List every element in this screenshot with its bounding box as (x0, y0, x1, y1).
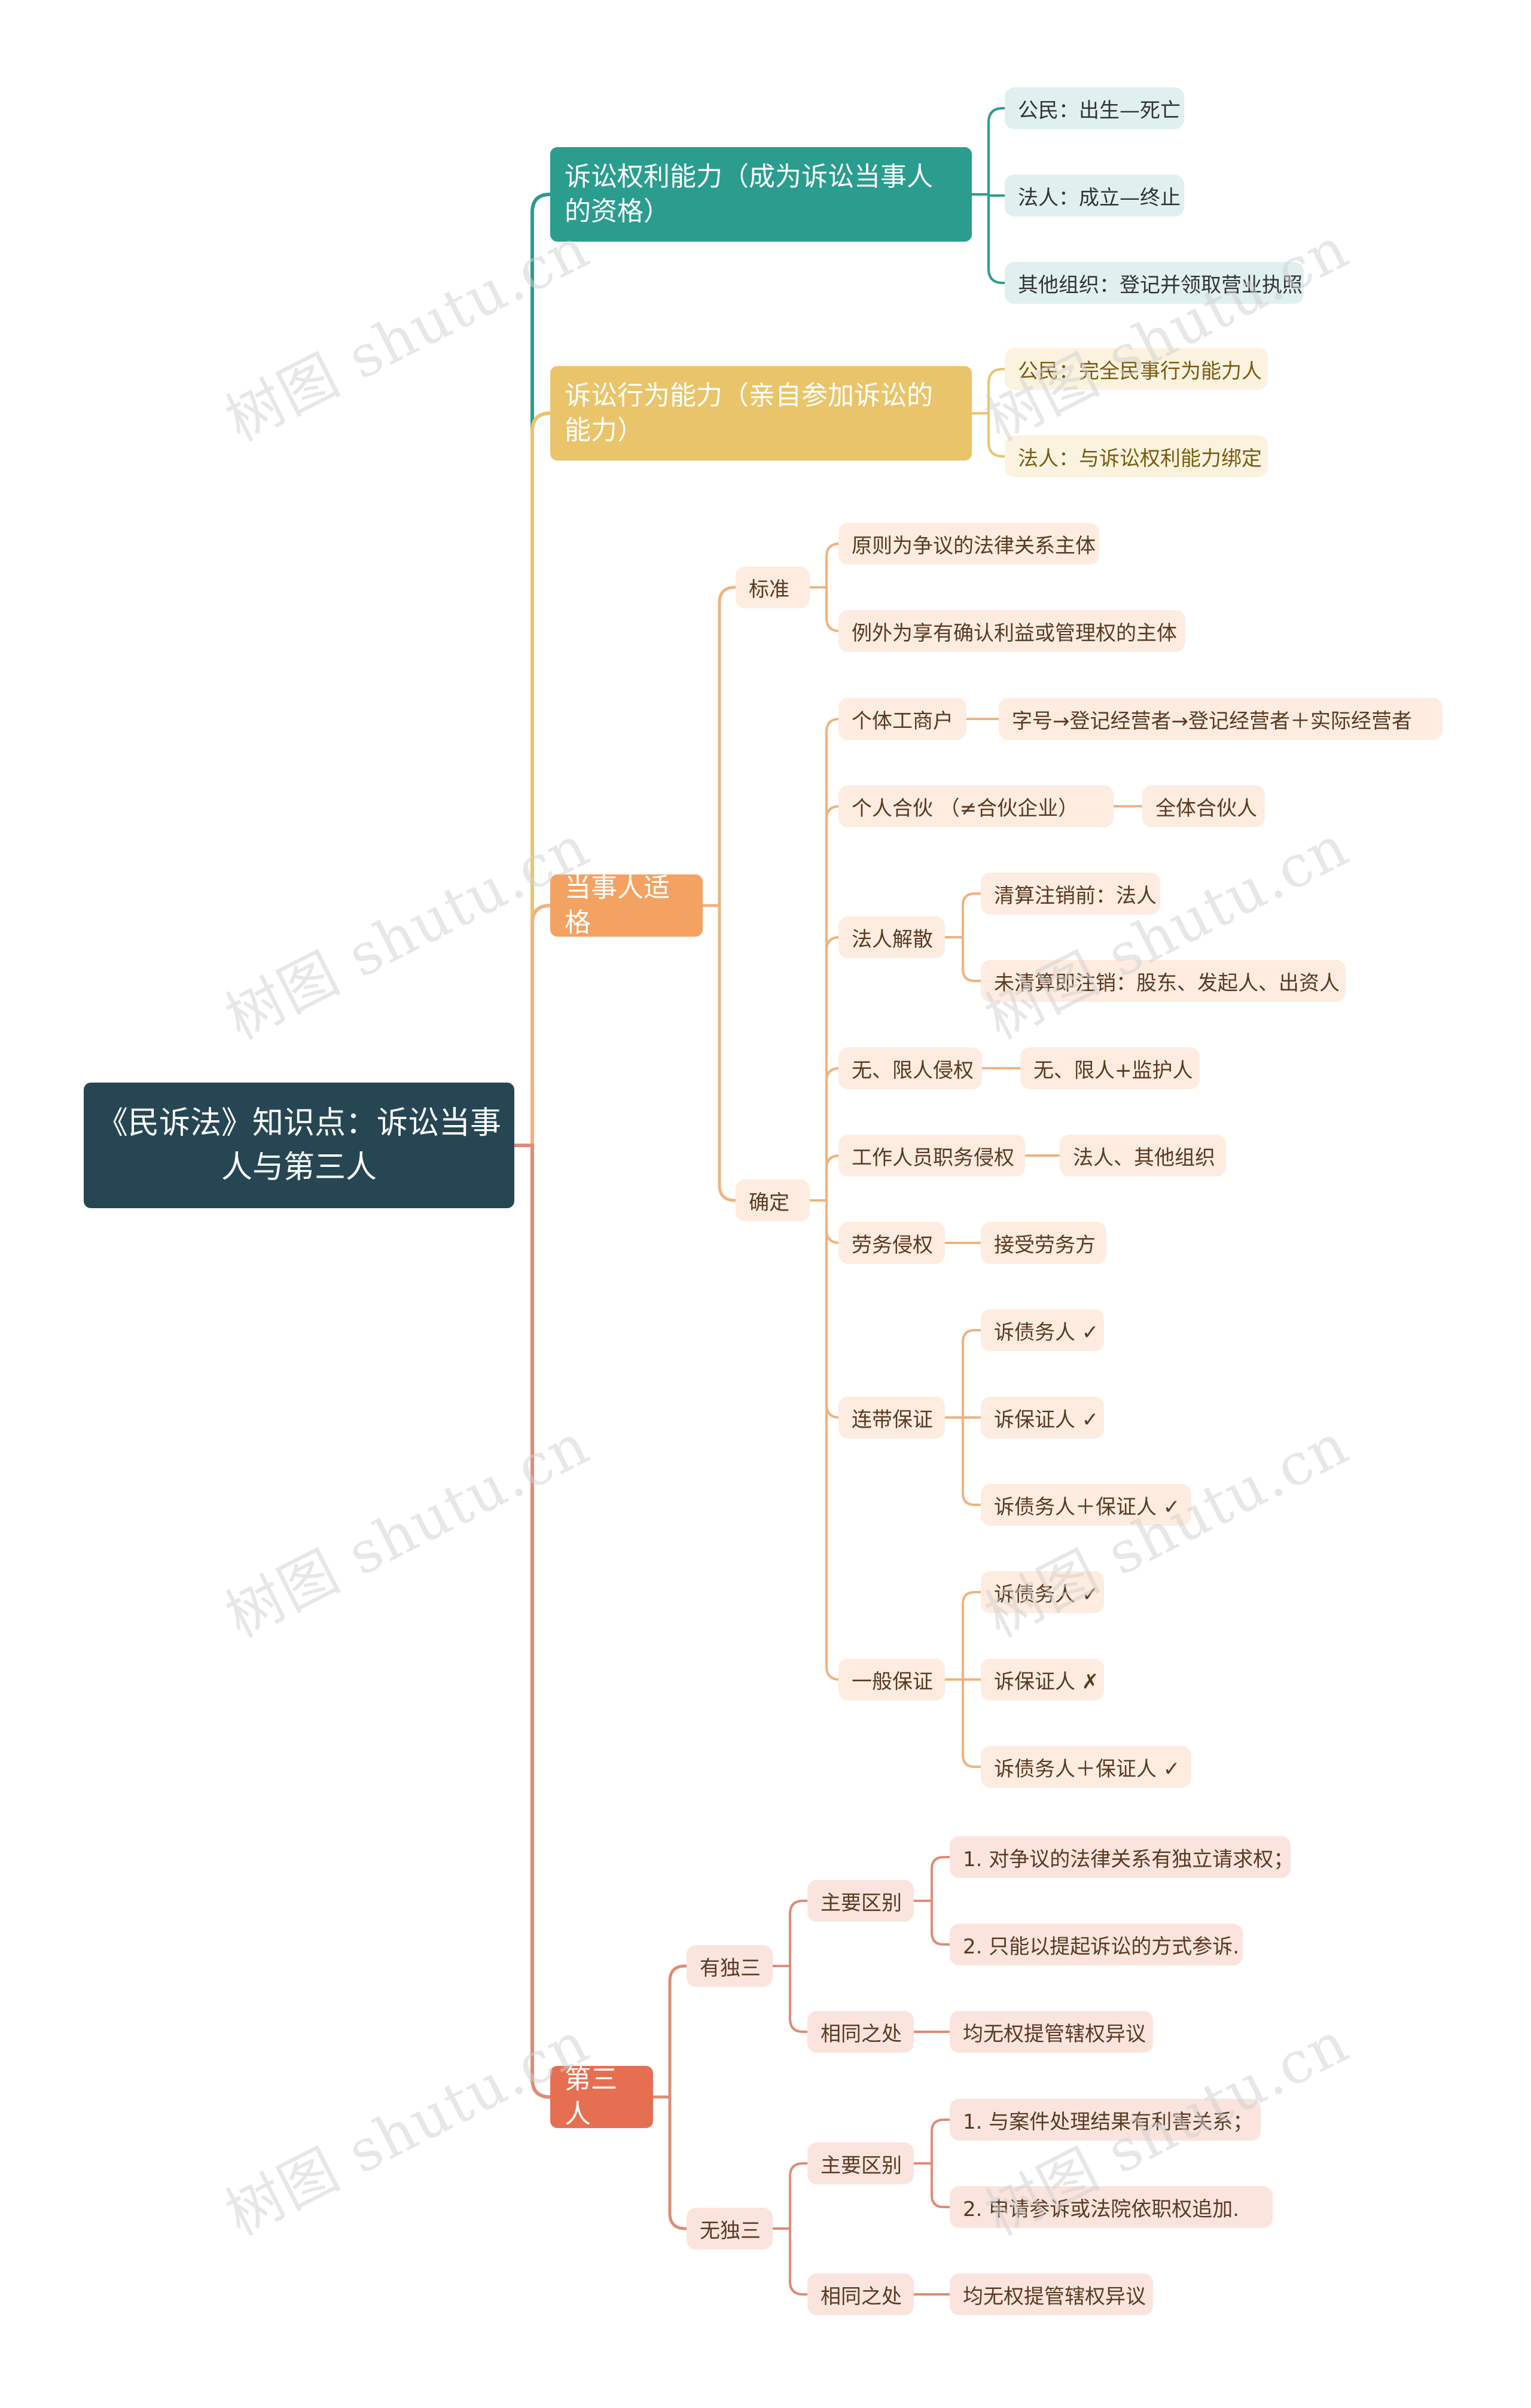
connector (701, 586, 737, 1202)
leaf-independent-diff-1[interactable]: 1. 对争议的法律关系有独立请求权； (950, 1836, 1294, 1878)
node-individual-partnership[interactable]: 个人合伙 （≠合伙企业） (838, 785, 1114, 827)
connector (771, 1900, 809, 2033)
connector (513, 904, 552, 1147)
node-employee-tort[interactable]: 工作人员职务侵权 (838, 1135, 1025, 1176)
node-joint-guarantee[interactable]: 连带保证 (838, 1397, 945, 1438)
leaf-independent-common-1[interactable]: 均无权提管辖权异议 (950, 2011, 1153, 2053)
leaf-non-independent-diff-2[interactable]: 2. 申请参诉或法院依职权追加. (950, 2186, 1273, 2228)
leaf-citizen-capacity[interactable]: 公民：出生—死亡 (1005, 87, 1184, 129)
leaf-other-org-capacity[interactable]: 其他组织：登记并领取营业执照 (1005, 262, 1304, 304)
node-non-independent-third-party[interactable]: 无独三 (687, 2208, 773, 2250)
leaf-minor-and-guardian[interactable]: 无、限人+监护人 (1020, 1047, 1200, 1089)
connector (913, 1856, 951, 1946)
connector (809, 542, 840, 632)
leaf-joint-sue-both[interactable]: 诉债务人＋保证人 ✓ (981, 1484, 1191, 1526)
node-legal-person-dissolution[interactable]: 法人解散 (838, 916, 945, 958)
node-standard[interactable]: 标准 (736, 566, 810, 608)
leaf-standard-exception[interactable]: 例外为享有确认利益或管理权的主体 (838, 610, 1185, 652)
connector (513, 1144, 552, 2099)
node-individual-business[interactable]: 个体工商户 (838, 698, 966, 740)
leaf-general-sue-debtor[interactable]: 诉债务人 ✓ (981, 1571, 1104, 1613)
leaf-independent-diff-2[interactable]: 2. 只能以提起诉讼的方式参诉. (950, 1924, 1243, 1965)
connector (944, 1329, 982, 1506)
connector (944, 1591, 982, 1768)
node-determination[interactable]: 确定 (736, 1179, 810, 1221)
node-independent-third-party[interactable]: 有独三 (687, 1945, 773, 1987)
leaf-legal-person-capacity[interactable]: 法人：成立—终止 (1005, 175, 1184, 217)
leaf-non-independent-diff-1[interactable]: 1. 与案件处理结果有利害关系； (950, 2099, 1261, 2141)
node-labor-tort[interactable]: 劳务侵权 (838, 1222, 945, 1264)
connector (771, 2162, 809, 2296)
leaf-legal-person-conduct[interactable]: 法人：与诉讼权利能力绑定 (1005, 435, 1268, 477)
node-independent-common[interactable]: 相同之处 (807, 2011, 914, 2053)
leaf-citizen-conduct[interactable]: 公民：完全民事行为能力人 (1005, 348, 1268, 390)
node-non-independent-main-difference[interactable]: 主要区别 (807, 2142, 914, 2184)
connector (913, 2119, 951, 2208)
leaf-all-partners[interactable]: 全体合伙人 (1142, 785, 1265, 827)
connector (971, 368, 1006, 458)
leaf-joint-sue-guarantor[interactable]: 诉保证人 ✓ (981, 1397, 1104, 1438)
leaf-individual-business-party[interactable]: 字号→登记经营者→登记经营者＋实际经营者 (999, 698, 1442, 740)
leaf-labor-receiver[interactable]: 接受劳务方 (981, 1222, 1106, 1264)
branch-proper-party[interactable]: 当事人适格 (550, 873, 703, 938)
root-node[interactable]: 《民诉法》知识点：诉讼当事人与第三人 (84, 1083, 514, 1208)
leaf-general-sue-guarantor[interactable]: 诉保证人 ✗ (981, 1659, 1104, 1700)
leaf-before-liquidation[interactable]: 清算注销前：法人 (981, 873, 1160, 915)
connector (651, 1964, 688, 2230)
node-general-guarantee[interactable]: 一般保证 (838, 1659, 945, 1700)
leaf-non-independent-common-1[interactable]: 均无权提管辖权异议 (950, 2273, 1153, 2315)
node-non-independent-common[interactable]: 相同之处 (807, 2273, 914, 2315)
leaf-employer-org[interactable]: 法人、其他组织 (1060, 1135, 1226, 1176)
leaf-standard-principle[interactable]: 原则为争议的法律关系主体 (838, 523, 1099, 565)
connector (809, 718, 840, 1681)
node-minor-tort[interactable]: 无、限人侵权 (838, 1047, 982, 1089)
branch-litigation-conduct-capacity[interactable]: 诉讼行为能力（亲自参加诉讼的能力） (550, 366, 972, 461)
node-independent-main-difference[interactable]: 主要区别 (807, 1880, 914, 1922)
leaf-general-sue-both[interactable]: 诉债务人＋保证人 ✓ (981, 1746, 1191, 1788)
connector (944, 892, 982, 982)
branch-litigation-capacity[interactable]: 诉讼权利能力（成为诉讼当事人的资格） (550, 147, 972, 242)
branch-third-party[interactable]: 第三人 (550, 2064, 653, 2129)
leaf-joint-sue-debtor[interactable]: 诉债务人 ✓ (981, 1309, 1104, 1351)
connector (971, 107, 1006, 284)
leaf-cancelled-without-liquidation[interactable]: 未清算即注销：股东、发起人、出资人 (981, 960, 1346, 1002)
